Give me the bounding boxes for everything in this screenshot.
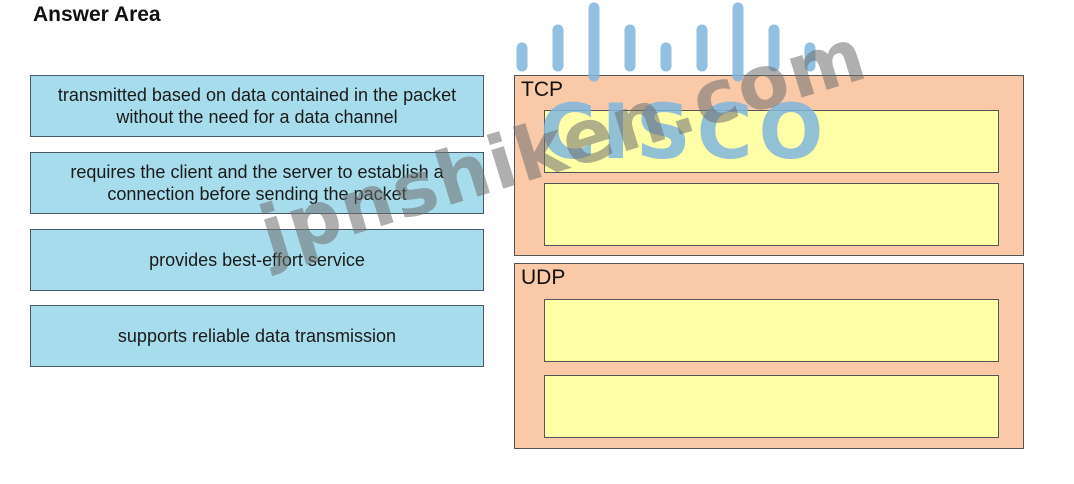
source-item-establish-connection[interactable]: requires the client and the server to es… [30,152,484,214]
tcp-drop-slot-1[interactable] [544,110,999,173]
source-item-data-channel[interactable]: transmitted based on data contained in t… [30,75,484,137]
udp-label: UDP [521,266,566,289]
source-item-label: supports reliable data transmission [117,326,397,346]
source-item-best-effort[interactable]: provides best-effort service [30,229,484,291]
tcp-label: TCP [521,78,563,101]
tcp-drop-slot-2[interactable] [544,183,999,246]
tcp-group: TCP [514,75,1024,256]
udp-drop-slot-2[interactable] [544,375,999,438]
cisco-bars-icon [516,2,816,82]
answer-area-title: Answer Area [33,3,161,26]
source-item-label: provides best-effort service [149,250,365,270]
source-item-label: requires the client and the server to es… [70,162,444,204]
udp-drop-slot-1[interactable] [544,299,999,362]
udp-group: UDP [514,263,1024,449]
source-item-reliable[interactable]: supports reliable data transmission [30,305,484,367]
source-item-label: transmitted based on data contained in t… [57,85,457,127]
